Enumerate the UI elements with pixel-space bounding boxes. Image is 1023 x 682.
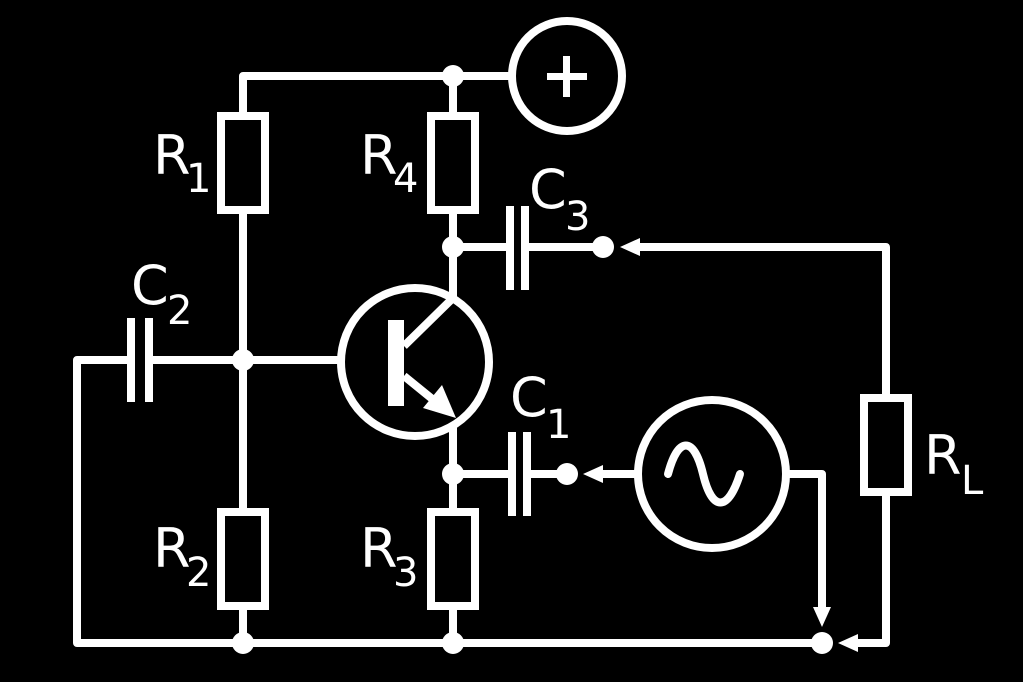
ground-terminal	[811, 632, 833, 654]
ac-sine-icon	[664, 441, 744, 507]
ground-down-arrow-icon	[813, 607, 831, 627]
resistor-r1-subscript: 1	[186, 156, 211, 202]
resistor-r2: R 2	[153, 508, 269, 610]
junction-collector	[442, 236, 464, 258]
transistor-envelope	[337, 284, 493, 440]
resistor-rl-body	[860, 394, 912, 496]
capacitor-c2: C 2	[127, 254, 192, 402]
resistor-r1: R 1	[153, 112, 269, 214]
top-rail-wire	[239, 72, 512, 116]
resistor-rl-letter: R	[924, 424, 962, 487]
rl-return-arrow-icon	[838, 634, 858, 652]
transistor-base-bar	[388, 320, 404, 406]
resistor-r3-letter: R	[360, 517, 398, 580]
capacitor-c1-letter: C	[510, 366, 548, 429]
capacitor-c2-subscript: 2	[167, 288, 192, 334]
capacitor-c1: C 1	[508, 366, 571, 516]
resistor-r3-subscript: 3	[393, 550, 418, 596]
resistor-r4-body	[427, 112, 479, 214]
plus-icon	[547, 56, 587, 97]
resistor-r2-letter: R	[153, 517, 191, 580]
rl-bottom-wire	[857, 492, 890, 647]
resistor-r3-body	[427, 508, 479, 610]
resistor-r3: R 3	[360, 508, 479, 610]
junction-base	[232, 349, 254, 371]
rl-output-arrow-icon	[620, 238, 640, 256]
resistor-r4-letter: R	[360, 124, 398, 187]
junction-top-r4	[442, 65, 464, 87]
transistor-collector-lead	[401, 295, 456, 349]
junction-emitter	[442, 463, 464, 485]
rl-top-wire	[640, 243, 890, 398]
output-terminal	[592, 236, 614, 258]
transistor-emitter-lead	[401, 372, 439, 406]
source-input-arrow-icon	[583, 465, 603, 483]
transistor-emitter-arrow	[423, 385, 456, 418]
resistor-r1-letter: R	[153, 124, 191, 187]
capacitor-c3: C 3	[506, 158, 590, 290]
resistor-rl: R L	[860, 394, 984, 504]
junction-ground-r3	[442, 632, 464, 654]
resistor-r4-subscript: 4	[393, 156, 418, 202]
capacitor-c1-subscript: 1	[546, 402, 571, 448]
arrowheads	[583, 238, 858, 652]
junctions	[232, 65, 833, 654]
resistor-r2-subscript: 2	[186, 550, 211, 596]
capacitor-c3-subscript: 3	[565, 194, 590, 240]
input-terminal	[556, 463, 578, 485]
resistor-r2-body	[217, 508, 269, 610]
npn-transistor-icon	[337, 284, 493, 440]
source-right-wire	[788, 470, 826, 607]
supply-terminal	[508, 17, 626, 135]
capacitor-c3-letter: C	[529, 158, 567, 221]
capacitor-c2-letter: C	[131, 254, 169, 317]
junction-ground-r2	[232, 632, 254, 654]
resistor-rl-subscript: L	[961, 458, 984, 504]
ac-source	[634, 396, 790, 552]
resistor-r1-body	[217, 112, 269, 214]
ac-source-circle	[634, 396, 790, 552]
resistor-r4: R 4	[360, 112, 479, 214]
